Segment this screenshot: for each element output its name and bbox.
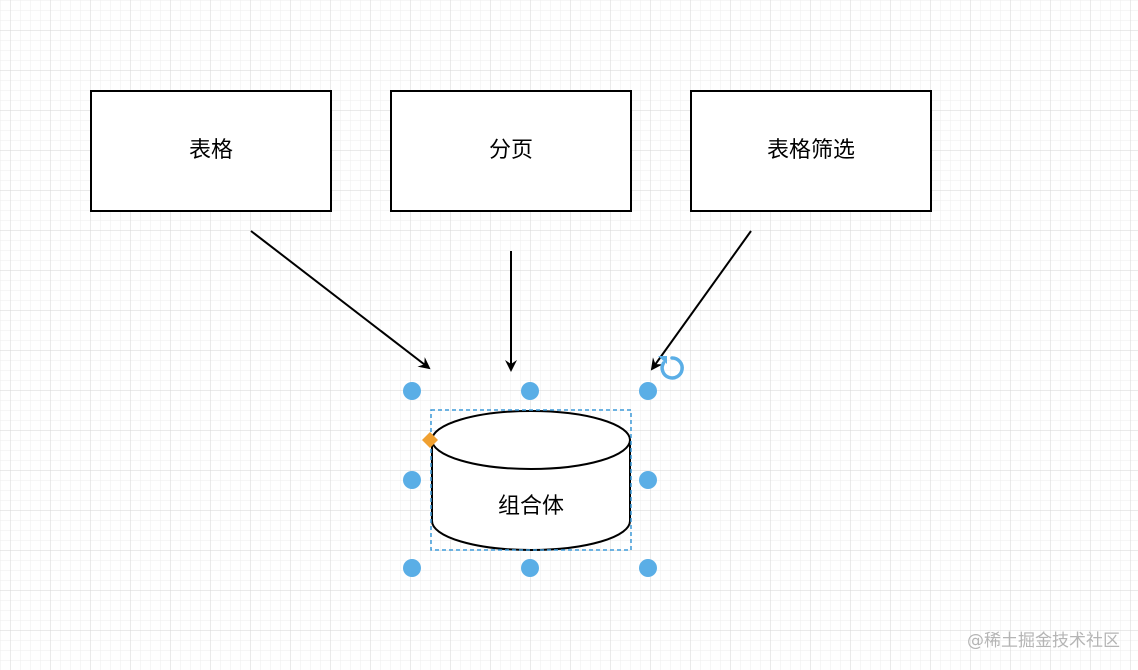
handle-top-left[interactable] (403, 382, 421, 400)
node-label-composite: 组合体 (498, 494, 564, 519)
selection-handles[interactable] (403, 382, 657, 577)
handle-bottom-left[interactable] (403, 559, 421, 577)
node-label-table-filter: 表格筛选 (767, 138, 855, 163)
node-table[interactable]: 表格 (90, 90, 332, 212)
node-label-table: 表格 (189, 138, 233, 163)
handle-top-right[interactable] (639, 382, 657, 400)
node-table-filter[interactable]: 表格筛选 (690, 90, 932, 212)
handle-middle-left[interactable] (403, 471, 421, 489)
edge-table-to-composite[interactable] (250, 230, 431, 370)
watermark-text: @稀土掘金技术社区 (967, 631, 1120, 651)
handle-top-center[interactable] (521, 382, 539, 400)
selection-outline (430, 409, 632, 551)
handle-middle-right[interactable] (639, 471, 657, 489)
node-composite[interactable]: 组合体 (431, 410, 631, 551)
edge-table-filter-to-composite[interactable] (650, 230, 752, 371)
handle-bottom-center[interactable] (521, 559, 539, 577)
node-label-pagination: 分页 (489, 138, 533, 163)
node-pagination[interactable]: 分页 (390, 90, 632, 212)
adjust-handle-diamond[interactable] (422, 432, 438, 448)
rotate-icon[interactable] (658, 356, 684, 380)
handle-bottom-right[interactable] (639, 559, 657, 577)
